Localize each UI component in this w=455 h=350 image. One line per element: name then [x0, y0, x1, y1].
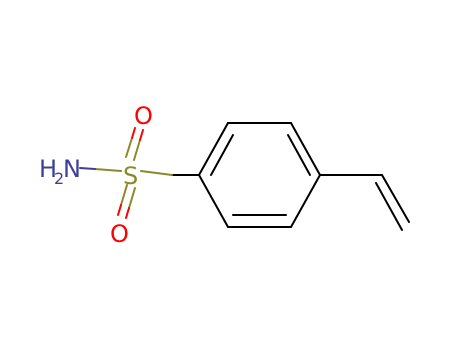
- bond-s-o-top-a: [125, 137, 133, 158]
- ring-bond-4: [290, 174, 321, 228]
- ring-bond-3: [290, 122, 321, 176]
- amine-hydrogen-label: H: [39, 155, 57, 183]
- sulfur-label: S: [123, 162, 138, 190]
- oxygen-bottom-label: O: [110, 220, 129, 248]
- bond-s-o-top-b: [133, 139, 141, 161]
- bond-o-top-red-a: [131, 127, 136, 139]
- oxygen-top-label: O: [134, 102, 153, 130]
- bond-s-c: [140, 170, 173, 176]
- vinyl-double-bond-b: [375, 182, 403, 231]
- ring-bond-1: [198, 122, 229, 176]
- bond-s-o-bottom-a: [120, 184, 128, 206]
- bond-o-bottom-red-b: [125, 207, 130, 219]
- bond-o-top-red-b: [139, 129, 144, 141]
- bond-s-o-bottom-b: [128, 187, 136, 209]
- vinyl-double-bond-a: [381, 174, 410, 223]
- amine-hydrogen-count: 2: [54, 169, 64, 188]
- bond-n-s: [79, 167, 96, 170]
- nitrogen-bonds: [79, 167, 96, 170]
- bond-o-bottom-red-a: [117, 204, 122, 216]
- bond-s-n-sulfur-part: [94, 168, 122, 172]
- ring-bond-6: [198, 174, 229, 228]
- oxygen-bonds: [117, 127, 144, 219]
- ring-inner-bond-2: [287, 134, 311, 176]
- carbon-bonds: [171, 122, 410, 231]
- sulfur-bonds: [94, 137, 173, 209]
- ring-inner-bond-1: [210, 134, 234, 176]
- nitrogen-label: N: [63, 155, 81, 183]
